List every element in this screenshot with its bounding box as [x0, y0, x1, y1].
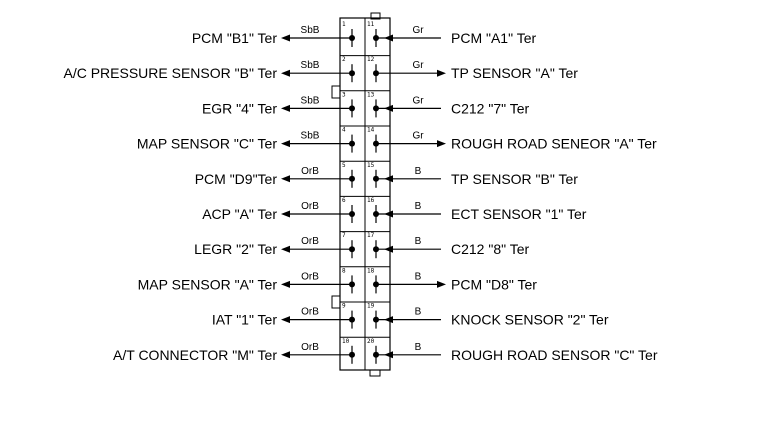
- pin-number: 14: [367, 127, 375, 134]
- wire-color-label: OrB: [301, 342, 319, 353]
- right-terminal-label: C212 "7" Ter: [451, 100, 530, 116]
- wire-color-label: OrB: [301, 201, 319, 212]
- left-terminal-label: MAP SENSOR "A" Ter: [138, 276, 278, 292]
- pin-number: 2: [342, 56, 346, 63]
- arrow-left-icon: [384, 104, 393, 112]
- pin-number: 16: [367, 197, 375, 204]
- left-terminal-label: ACP "A" Ter: [202, 206, 277, 222]
- pin-number: 9: [342, 303, 346, 310]
- right-terminal-label: ROUGH ROAD SENEOR "A" Ter: [451, 136, 657, 152]
- wire-color-label: Gr: [412, 131, 424, 142]
- pin-number: 11: [367, 21, 375, 28]
- wire-color-label: B: [415, 236, 422, 247]
- arrow-left-icon: [281, 351, 290, 359]
- left-terminal-label: A/C PRESSURE SENSOR "B" Ter: [63, 65, 277, 81]
- right-terminal-label: TP SENSOR "B" Ter: [451, 171, 578, 187]
- pin-number: 20: [367, 338, 375, 345]
- arrow-left-icon: [384, 175, 393, 183]
- left-terminal-label: EGR "4" Ter: [202, 100, 277, 116]
- arrow-left-icon: [384, 34, 393, 42]
- pin-number: 4: [342, 127, 346, 134]
- wire-color-label: B: [415, 201, 422, 212]
- pin-number: 15: [367, 162, 375, 169]
- pin-number: 18: [367, 267, 375, 274]
- arrow-left-icon: [281, 140, 290, 148]
- pin-number: 6: [342, 197, 346, 204]
- arrow-left-icon: [281, 34, 290, 42]
- pin-number: 10: [342, 338, 350, 345]
- pin-number: 8: [342, 267, 346, 274]
- right-terminal-label: ROUGH ROAD SENSOR "C" Ter: [451, 347, 658, 363]
- pin-number: 3: [342, 91, 346, 98]
- right-terminal-label: C212 "8" Ter: [451, 241, 530, 257]
- right-terminal-label: ECT SENSOR "1" Ter: [451, 206, 587, 222]
- wire-color-label: SbB: [301, 131, 320, 142]
- wire-color-label: SbB: [301, 60, 320, 71]
- arrow-left-icon: [281, 175, 290, 183]
- arrow-left-icon: [281, 280, 290, 288]
- wire-color-label: OrB: [301, 166, 319, 177]
- wire-color-label: Gr: [412, 25, 424, 36]
- pin-number: 12: [367, 56, 375, 63]
- wire-color-label: B: [415, 307, 422, 318]
- side-latch-bottom: [331, 295, 341, 309]
- arrow-right-icon: [437, 69, 446, 77]
- left-terminal-label: A/T CONNECTOR "M" Ter: [113, 347, 277, 363]
- pin-number: 7: [342, 232, 346, 239]
- left-terminal-label: PCM "B1" Ter: [192, 30, 277, 46]
- wire-color-label: Gr: [412, 95, 424, 106]
- left-terminal-label: PCM "D9"Ter: [195, 171, 278, 187]
- connector-body: [331, 12, 391, 377]
- wire-color-label: B: [415, 166, 422, 177]
- pin-number: 17: [367, 232, 375, 239]
- right-terminal-label: TP SENSOR "A" Ter: [451, 65, 578, 81]
- arrow-left-icon: [281, 69, 290, 77]
- left-terminal-label: MAP SENSOR "C" Ter: [137, 136, 277, 152]
- right-terminal-label: PCM "A1" Ter: [451, 30, 536, 46]
- arrow-left-icon: [384, 316, 393, 324]
- arrow-left-icon: [384, 351, 393, 359]
- arrow-left-icon: [281, 316, 290, 324]
- arrow-left-icon: [281, 210, 290, 218]
- arrow-right-icon: [437, 140, 446, 148]
- wire-color-label: OrB: [301, 307, 319, 318]
- wire-color-label: OrB: [301, 271, 319, 282]
- wire-color-label: SbB: [301, 25, 320, 36]
- wire-color-label: B: [415, 271, 422, 282]
- pin-number: 5: [342, 162, 346, 169]
- right-terminal-label: KNOCK SENSOR "2" Ter: [451, 312, 609, 328]
- right-terminal-label: PCM "D8" Ter: [451, 276, 537, 292]
- wire-color-label: Gr: [412, 60, 424, 71]
- wire-color-label: B: [415, 342, 422, 353]
- wire-color-label: SbB: [301, 95, 320, 106]
- arrow-left-icon: [281, 104, 290, 112]
- pin-number: 19: [367, 303, 375, 310]
- side-latch-top: [331, 85, 341, 99]
- arrow-left-icon: [384, 210, 393, 218]
- arrow-right-icon: [437, 280, 446, 288]
- wire-color-label: OrB: [301, 236, 319, 247]
- arrow-left-icon: [281, 245, 290, 253]
- pin-number: 13: [367, 91, 375, 98]
- left-terminal-label: LEGR "2" Ter: [194, 241, 277, 257]
- pin-number: 1: [342, 21, 346, 28]
- arrow-left-icon: [384, 245, 393, 253]
- left-terminal-label: IAT "1" Ter: [212, 312, 278, 328]
